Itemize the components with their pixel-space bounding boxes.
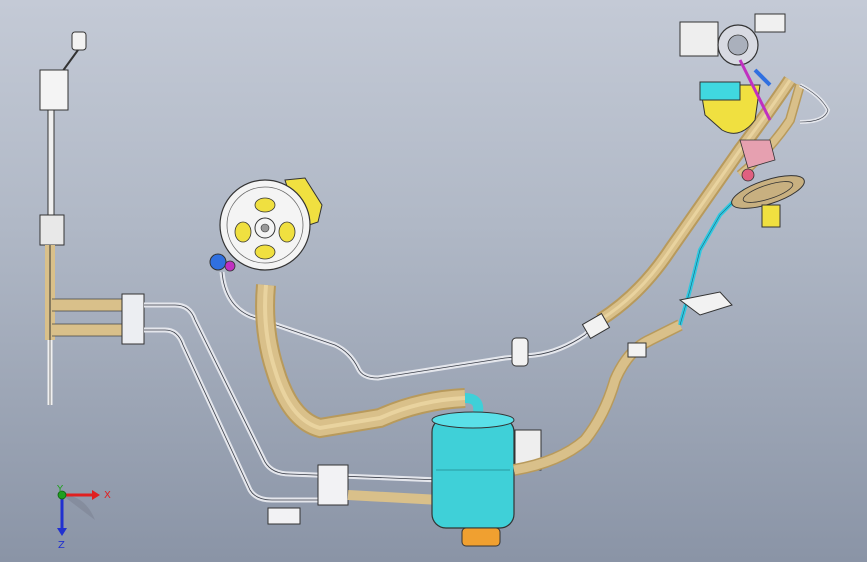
gear-pulley xyxy=(731,175,805,209)
mid-line-clip xyxy=(511,337,529,367)
pump-return-hose xyxy=(255,284,466,439)
lower-bracket xyxy=(317,464,349,506)
axis-triad: X Y Z xyxy=(56,484,111,551)
left-hose-pair xyxy=(52,293,145,345)
cyan-line-bracket xyxy=(678,291,733,316)
reservoir-body xyxy=(431,417,515,529)
reservoir-to-gear-hose xyxy=(512,319,683,476)
reservoir-cap xyxy=(461,527,501,547)
pump-pressure-line xyxy=(219,271,602,381)
upper-bracket xyxy=(39,69,69,111)
cyan-return-line xyxy=(678,188,747,326)
gear-mount-plate xyxy=(679,21,719,57)
lower-steel-lines xyxy=(144,302,441,525)
y-axis-dot xyxy=(57,490,67,500)
vertical-steel-line xyxy=(47,109,55,221)
power-steering-pump xyxy=(209,177,323,272)
mid-clamp xyxy=(39,214,65,246)
pump-outlet-fitting xyxy=(209,253,227,271)
main-feed-hose xyxy=(581,76,796,340)
hose-junction-block xyxy=(121,293,145,345)
left-mount-assembly xyxy=(39,31,87,405)
z-axis-label: Z xyxy=(58,540,65,551)
bottom-mount-tab xyxy=(267,507,301,525)
y-axis-label: Y xyxy=(56,484,64,495)
steering-gear-assembly xyxy=(679,13,805,228)
x-axis-label: X xyxy=(104,490,111,501)
top-clip xyxy=(71,31,87,51)
